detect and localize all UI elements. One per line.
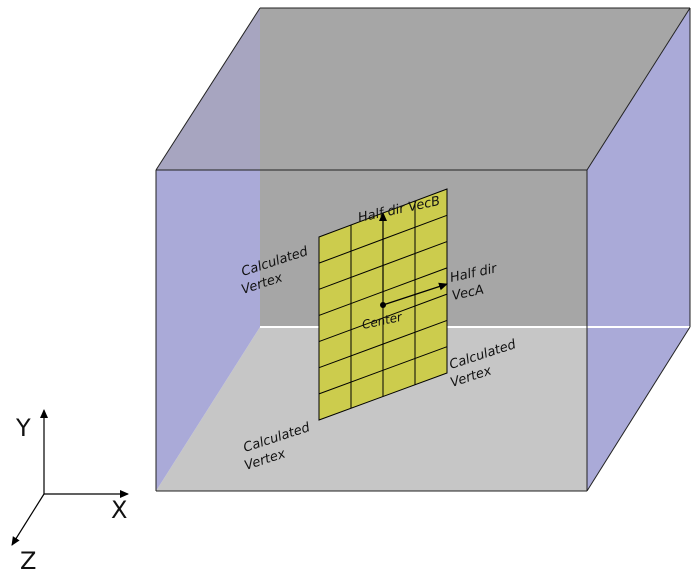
left-wall xyxy=(156,170,260,491)
label-half-dir-veca-2: VecA xyxy=(451,283,486,304)
plane-grid-row-line xyxy=(318,293,448,343)
center-point xyxy=(380,302,386,308)
axes-gizmo xyxy=(11,409,129,546)
plane-grid-row-line xyxy=(318,319,448,369)
x-axis-label: X xyxy=(111,496,127,524)
box-edges xyxy=(155,7,691,492)
floor xyxy=(156,327,690,491)
z-axis-label: Z xyxy=(20,547,36,573)
z-axis-line xyxy=(11,493,45,546)
plane-grid-row-line xyxy=(318,346,448,395)
y-axis-label: Y xyxy=(15,414,31,442)
veca-arrow xyxy=(382,282,448,306)
right-wall xyxy=(587,8,690,491)
